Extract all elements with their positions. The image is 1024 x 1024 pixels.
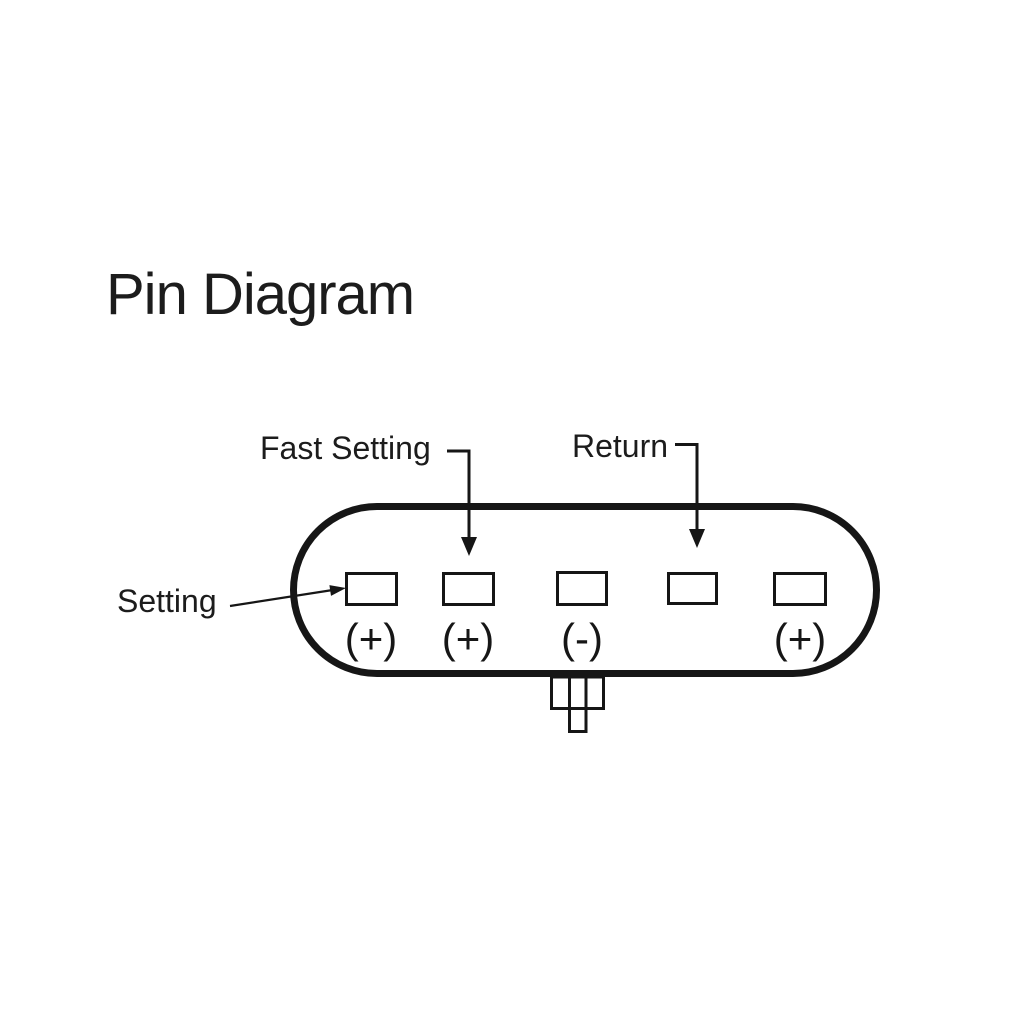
fast-setting-arrow [447, 449, 477, 556]
pin-3-polarity: (-) [561, 615, 603, 662]
connector-housing-outline [290, 503, 880, 677]
pin-5-rect [773, 572, 827, 606]
setting-arrow-line [229, 588, 337, 608]
fast-setting-arrow-line [447, 449, 471, 539]
page-title: Pin Diagram [106, 262, 415, 327]
pin-2-polarity: (+) [441, 615, 495, 662]
pin-4-rect [667, 572, 718, 605]
keying-tab-outer [550, 675, 605, 710]
pin-1-polarity: (+) [344, 615, 398, 662]
pin-5-polarity: (+) [773, 615, 827, 662]
label-return: Return [572, 428, 669, 464]
keying-tab [550, 675, 605, 733]
label-setting: Setting [117, 583, 217, 619]
setting-arrowhead [329, 585, 346, 596]
return-arrow-line [675, 443, 699, 531]
fast-setting-arrowhead [461, 537, 477, 556]
pin-1-rect [345, 572, 398, 606]
label-fast-setting: Fast Setting [260, 430, 431, 466]
keying-tab-middle [568, 677, 588, 733]
return-arrowhead [689, 529, 705, 548]
pin-3-rect [556, 571, 608, 606]
setting-arrow [229, 585, 346, 608]
return-arrow [675, 443, 705, 548]
pin-2-rect [442, 572, 495, 606]
